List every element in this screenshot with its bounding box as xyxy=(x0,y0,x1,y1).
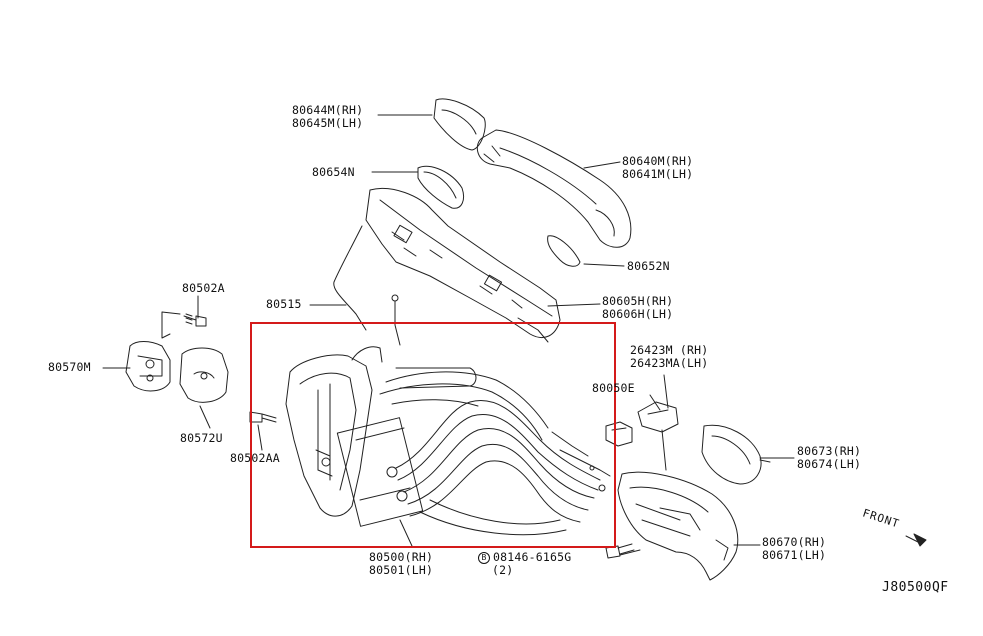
label-80673[interactable]: 80673(RH)80674(LH) xyxy=(797,444,862,471)
label-80640m[interactable]: 80640M(RH)80641M(LH) xyxy=(622,154,694,181)
label-80652n[interactable]: 80652N xyxy=(627,259,670,273)
diagram-code: J80500QF xyxy=(882,580,949,595)
label-80502aa[interactable]: 80502AA xyxy=(230,451,280,465)
label-80502a[interactable]: 80502A xyxy=(182,281,225,295)
label-80570m[interactable]: 80570M xyxy=(48,360,91,374)
label-80644m[interactable]: 80644M(RH)80645M(LH) xyxy=(292,103,364,130)
label-80050e[interactable]: 80050E xyxy=(592,381,635,395)
label-80654n[interactable]: 80654N xyxy=(312,165,355,179)
label-80605h[interactable]: 80605H(RH)80606H(LH) xyxy=(602,294,674,321)
bolt-b-icon: B xyxy=(478,551,490,564)
label-26423m[interactable]: 26423M (RH)26423MA(LH) xyxy=(630,343,709,370)
label-80670[interactable]: 80670(RH)80671(LH) xyxy=(762,535,827,562)
label-80515[interactable]: 80515 xyxy=(266,297,302,311)
label-80572u[interactable]: 80572U xyxy=(180,431,223,445)
highlight-box xyxy=(250,322,616,548)
label-80500[interactable]: 80500(RH)80501(LH) xyxy=(369,550,434,577)
